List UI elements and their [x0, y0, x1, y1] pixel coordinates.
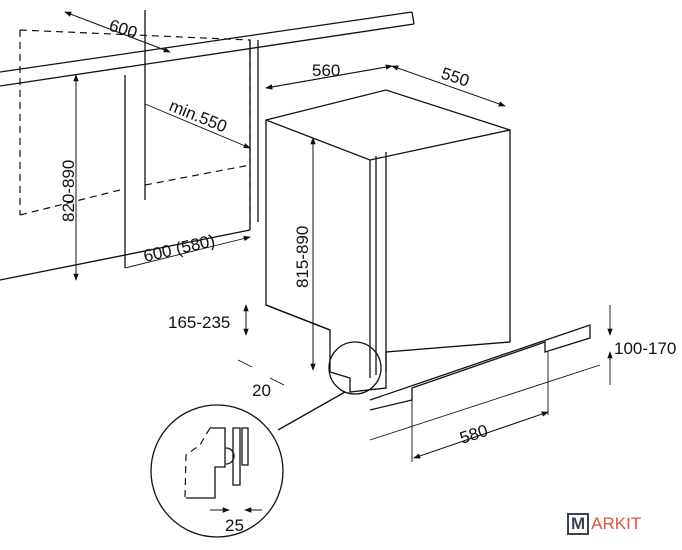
kickplate	[369, 305, 613, 462]
label-detail-gap: 25	[225, 516, 244, 535]
label-plinth-recess: 20	[252, 381, 271, 400]
label-appliance-height: 815-890	[293, 226, 312, 288]
label-niche-min-depth: min.550	[167, 96, 230, 136]
label-niche-height: 820-890	[59, 160, 78, 222]
appliance-dimension-lines	[237, 64, 506, 386]
niche-dimension-lines	[64, 11, 251, 281]
label-plinth-height: 165-235	[168, 313, 230, 332]
label-niche-width: 600 (580)	[142, 231, 217, 266]
label-niche-depth-top: 600	[107, 16, 140, 43]
markit-logo: M ARKIT	[567, 513, 641, 535]
label-appliance-width: 560	[312, 61, 340, 80]
countertop	[0, 10, 415, 281]
label-kick-width: 580	[457, 421, 490, 448]
detail-callout	[150, 341, 382, 538]
label-appliance-depth: 550	[439, 64, 472, 91]
label-kick-height: 100-170	[614, 339, 676, 358]
logo-text: ARKIT	[591, 514, 642, 533]
logo-box-letter: M	[567, 513, 590, 535]
